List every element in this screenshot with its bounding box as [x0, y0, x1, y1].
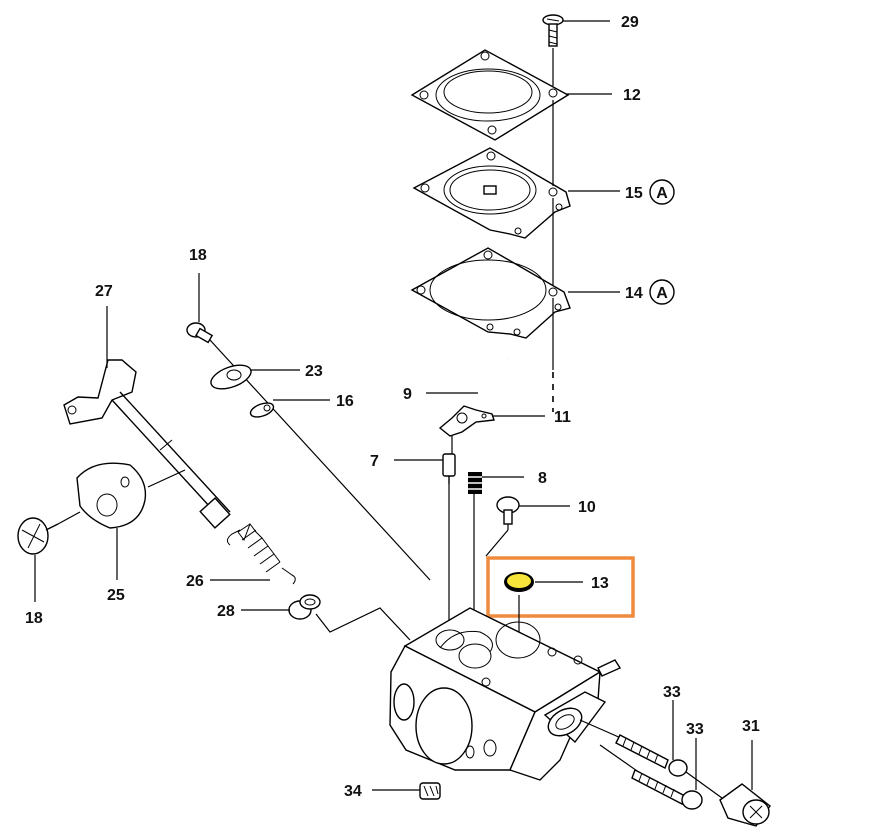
part-12-cover — [410, 49, 570, 141]
part-10-screw — [496, 496, 520, 525]
label-7: 7 — [370, 453, 379, 470]
part-23-gasket — [210, 364, 252, 390]
part-33-screw-lower — [599, 744, 703, 810]
part-34-plug — [419, 782, 441, 800]
label-16: 16 — [336, 393, 354, 410]
part-13-filter[interactable] — [504, 572, 534, 592]
label-28: 28 — [217, 603, 235, 620]
label-15: 15 — [625, 185, 643, 202]
part-9-needle — [468, 357, 510, 411]
label-18-left: 18 — [25, 610, 43, 627]
label-33-upper: 33 — [663, 684, 681, 701]
part-18-screw-left — [17, 517, 59, 555]
part-14-gasket — [410, 247, 571, 339]
highlight-box — [486, 556, 635, 618]
svg-text:A: A — [656, 285, 668, 302]
part-11-lever — [438, 405, 495, 437]
part-33-screw-upper — [579, 719, 688, 777]
part-16-clip — [249, 402, 275, 418]
label-12: 12 — [623, 87, 641, 104]
label-18-top: 18 — [189, 247, 207, 264]
svg-text:A: A — [656, 185, 668, 202]
label-25: 25 — [107, 587, 125, 604]
part-26-spring — [226, 522, 296, 585]
badge-15: A — [649, 179, 675, 205]
carburetor-body — [389, 607, 622, 781]
label-31: 31 — [742, 718, 760, 735]
label-11: 11 — [554, 409, 571, 426]
part-31-cap — [685, 771, 771, 827]
part-18-screw-top — [186, 322, 214, 344]
label-27: 27 — [95, 283, 113, 300]
label-34: 34 — [344, 783, 362, 800]
label-10: 10 — [578, 499, 596, 516]
label-14: 14 — [625, 285, 643, 302]
part-29-screw — [542, 14, 564, 47]
part-27-shaft — [63, 359, 231, 529]
badge-14: A — [649, 279, 675, 305]
part-15-diaphragm — [412, 147, 571, 239]
label-26: 26 — [186, 573, 204, 590]
label-8: 8 — [538, 470, 547, 487]
part-28-bushing — [288, 594, 321, 620]
label-29: 29 — [621, 14, 639, 31]
label-9: 9 — [403, 386, 412, 403]
label-23: 23 — [305, 363, 323, 380]
label-13: 13 — [591, 575, 609, 592]
part-8-spring — [468, 472, 482, 494]
label-33-lower: 33 — [686, 721, 704, 738]
part-7-needle-valve — [442, 453, 456, 484]
part-25-lever — [76, 462, 147, 529]
